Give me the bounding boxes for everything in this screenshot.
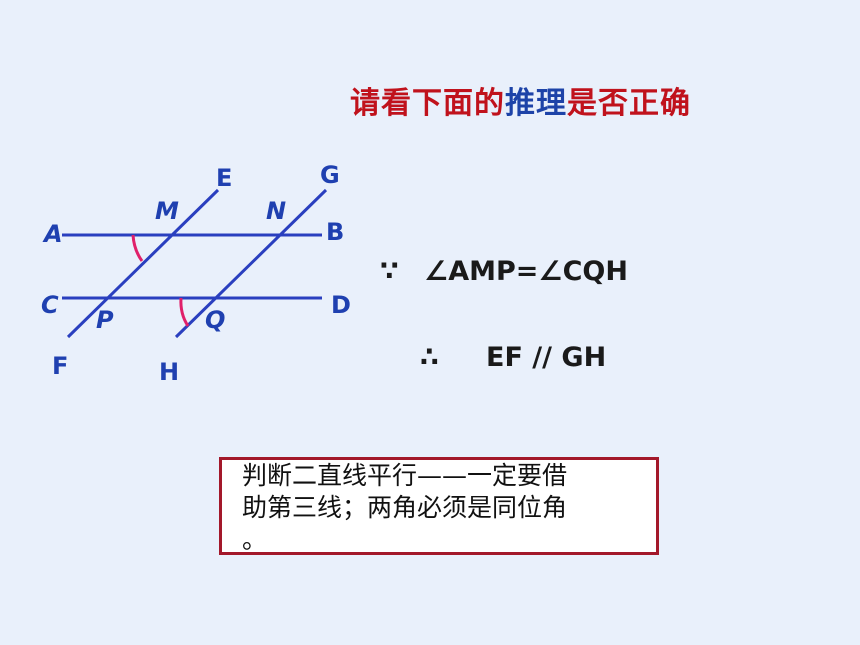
label-b: B <box>326 218 344 246</box>
therefore-text: EF // GH <box>486 342 607 373</box>
label-g: G <box>320 161 340 189</box>
note-box: 判断二直线平行——一定要借 助第三线；两角必须是同位角 。 <box>219 457 659 555</box>
angle-mark-cqh <box>179 297 190 327</box>
title-part-2: 推理 <box>505 86 567 121</box>
because-statement: ∵ ∠AMP=∠CQH <box>380 256 628 287</box>
label-e: E <box>216 164 232 192</box>
geometry-figure: A B C D E F G H M N P Q <box>41 161 351 386</box>
label-m: M <box>155 197 179 225</box>
label-n: N <box>266 197 286 225</box>
because-symbol: ∵ <box>380 256 399 287</box>
angle-mark-amp <box>131 234 144 262</box>
label-h: H <box>159 358 179 386</box>
because-text: ∠AMP=∠CQH <box>424 256 628 287</box>
note-line-3: 。 <box>242 525 268 554</box>
note-line-2: 助第三线；两角必须是同位角 <box>242 493 568 522</box>
therefore-symbol: ∴ <box>420 342 439 373</box>
note-text: 判断二直线平行——一定要借 助第三线；两角必须是同位角 。 <box>242 460 642 556</box>
therefore-statement: ∴ EF // GH <box>420 342 606 373</box>
slide-title: 请看下面的推理是否正确 <box>350 78 691 122</box>
label-f: F <box>52 352 68 380</box>
line-ef <box>66 188 220 339</box>
line-gh <box>174 188 328 339</box>
label-c: C <box>41 291 59 319</box>
note-line-1: 判断二直线平行——一定要借 <box>242 461 568 490</box>
title-part-3: 是否正确 <box>567 86 691 121</box>
label-p: P <box>96 306 114 334</box>
title-part-1: 请看下面的 <box>350 86 505 121</box>
label-a: A <box>42 220 63 248</box>
label-d: D <box>331 291 351 319</box>
label-q: Q <box>205 306 225 334</box>
